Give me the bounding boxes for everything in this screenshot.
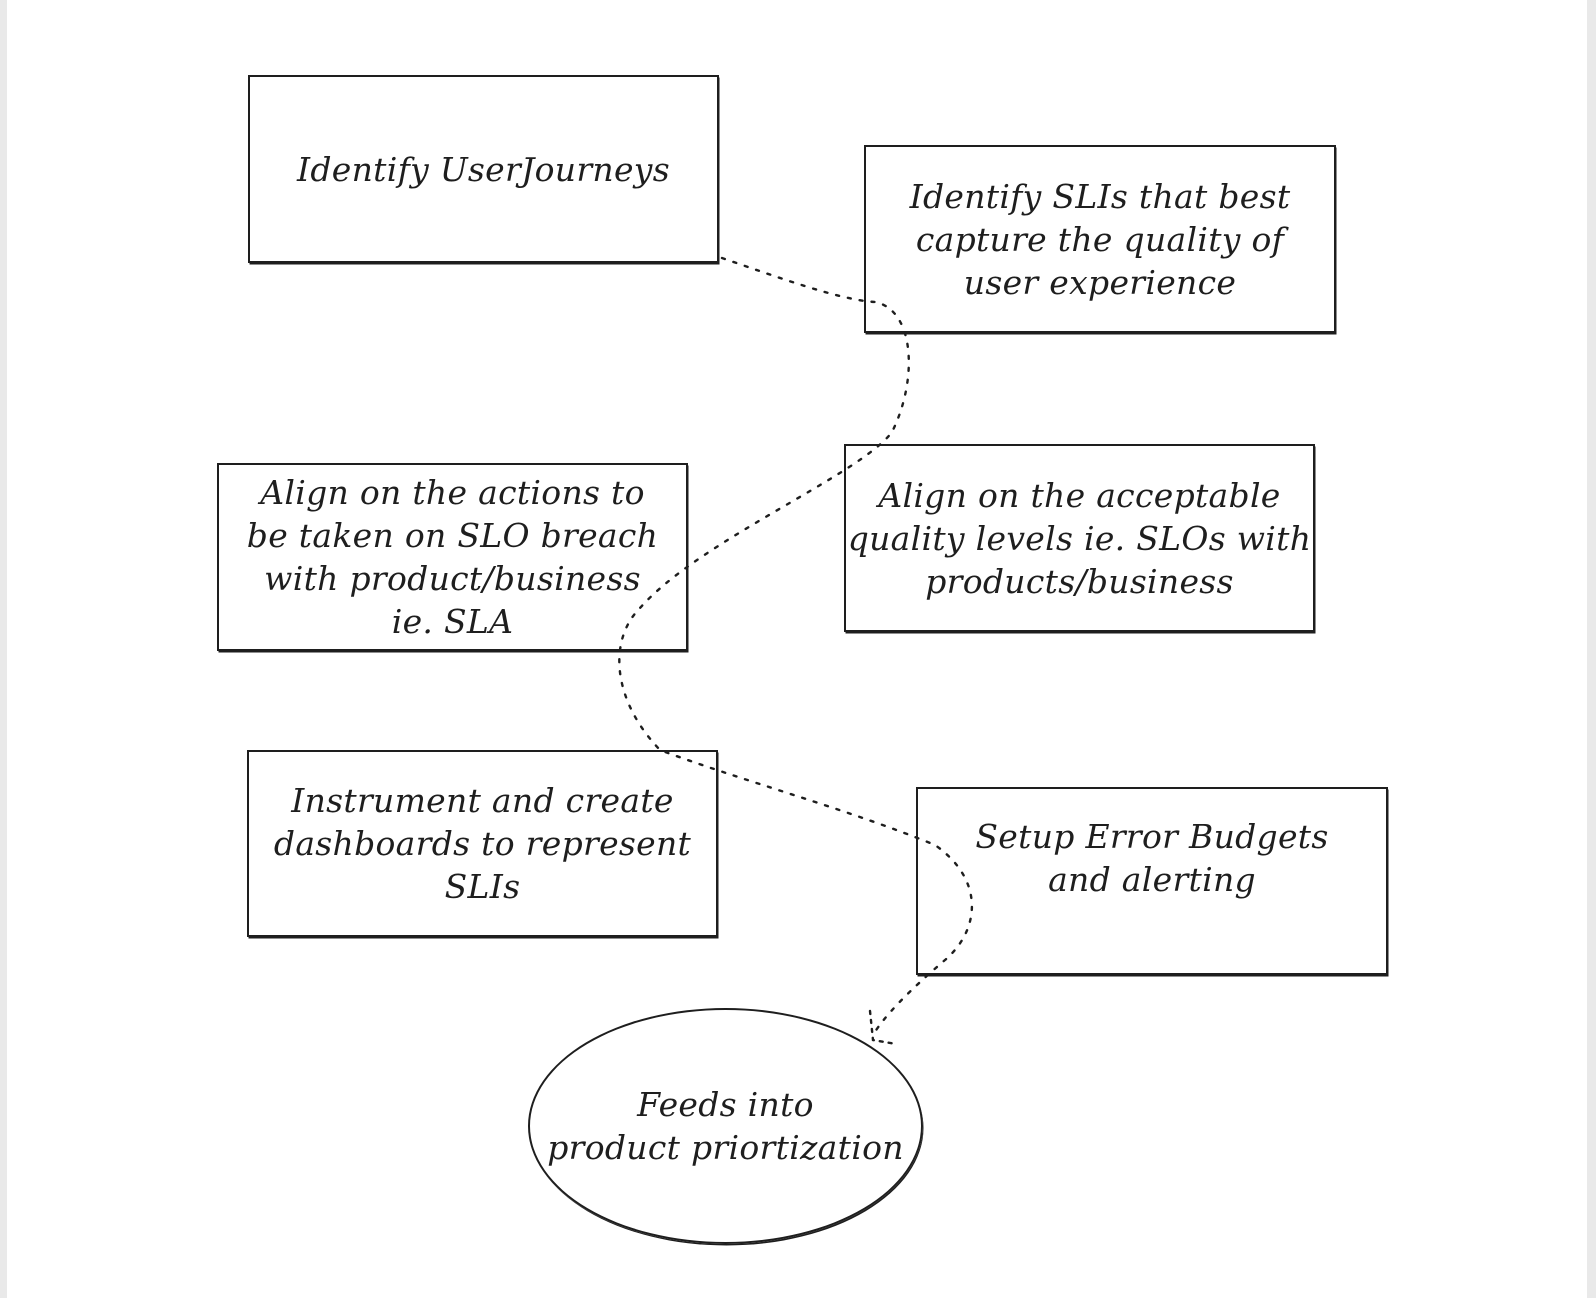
node-label: Identify SLIs that best capture the qual… [909, 176, 1291, 302]
align-acceptable-quality-box[interactable]: Align on the acceptable quality levels i… [844, 444, 1315, 632]
setup-error-budgets-box[interactable]: Setup Error Budgets and alerting [916, 787, 1388, 975]
node-label: Identify UserJourneys [297, 149, 670, 189]
instrument-dashboards-box[interactable]: Instrument and create dashboards to repr… [247, 750, 718, 937]
node-label: Setup Error Budgets and alerting [975, 817, 1329, 899]
node-label: Instrument and create dashboards to repr… [273, 781, 692, 906]
node-label: Feeds into product priortization [547, 1085, 904, 1167]
identify-slis-box[interactable]: Identify SLIs that best capture the qual… [864, 145, 1336, 333]
node-label: Align on the acceptable quality levels i… [847, 475, 1312, 601]
align-actions-slo-breach-box[interactable]: Align on the actions to be taken on SLO … [217, 463, 688, 651]
node-label: Align on the actions to be taken on SLO … [246, 473, 659, 641]
identify-user-journeys-box[interactable]: Identify UserJourneys [248, 75, 719, 263]
product-prioritization-ellipse[interactable]: Feeds into product priortization [528, 1008, 923, 1244]
